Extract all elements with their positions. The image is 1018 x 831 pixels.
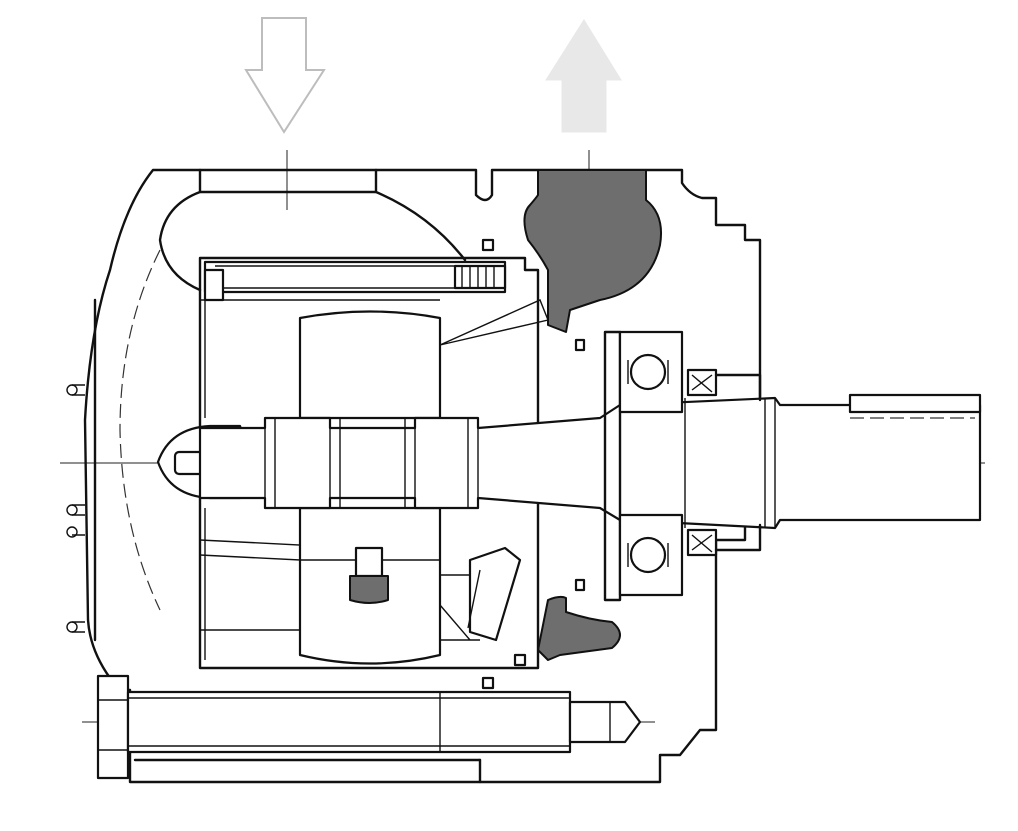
- drive-shaft: [198, 393, 982, 530]
- shaft-bearing: [603, 330, 762, 602]
- cartridge-block: [198, 238, 586, 690]
- inlet-arrow-icon: [244, 17, 326, 134]
- pressure-passage: [523, 169, 662, 661]
- inlet-passage: [158, 168, 549, 346]
- outlet-arrow-icon: [545, 19, 622, 133]
- through-bolt: [96, 674, 642, 784]
